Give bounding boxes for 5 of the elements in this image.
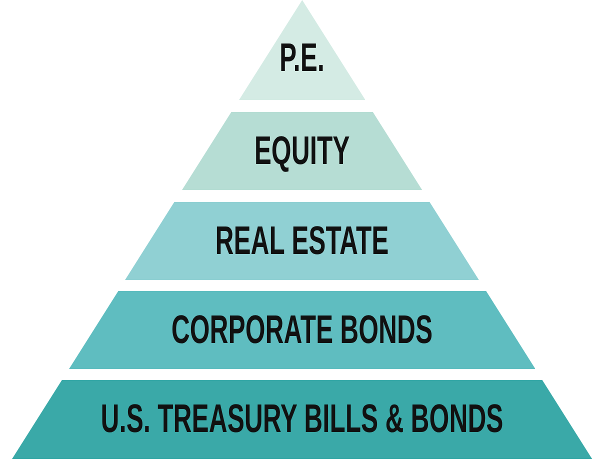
- tier-label: CORPORATE BONDS: [171, 310, 433, 350]
- tier-label: P.E.: [279, 38, 325, 78]
- tier-label: U.S. TREASURY BILLS & BONDS: [100, 399, 504, 439]
- tier-label: EQUITY: [254, 131, 350, 171]
- tier-label: REAL ESTATE: [215, 221, 389, 261]
